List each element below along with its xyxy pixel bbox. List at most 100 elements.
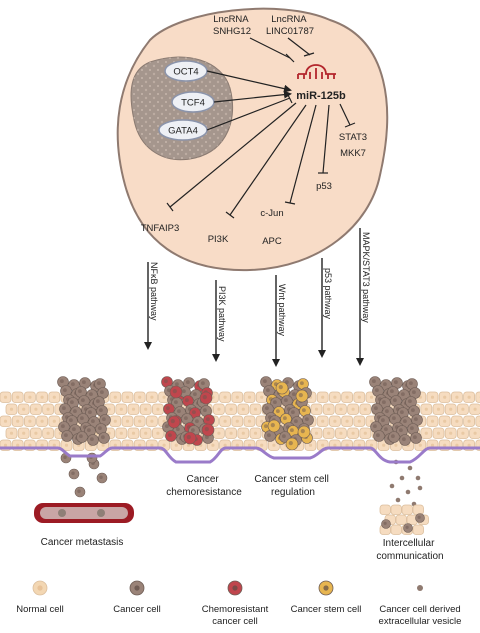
chemoresistant-cell <box>170 386 182 398</box>
target-p53: p53 <box>316 181 332 192</box>
cancer-stem-cell <box>268 420 280 432</box>
lncrna-linc01787-line2: LINC01787 <box>266 26 314 37</box>
tf-oct4-label: OCT4 <box>173 67 198 78</box>
legend-label-line: extracellular vesicle <box>379 616 462 627</box>
tumor-cell <box>400 435 411 446</box>
legend-label-line: cancer cell <box>212 616 257 627</box>
metastatic-cell <box>97 473 107 483</box>
target-stat3: STAT3 <box>339 132 367 143</box>
recipient-normal-cell <box>396 515 407 525</box>
cancer-stem-cell <box>296 390 308 402</box>
mirna-label: miR-125b <box>296 90 346 102</box>
recipient-cancer-cell <box>416 514 425 523</box>
chemoresistant-cell <box>200 392 212 404</box>
legend-label-line: Cancer cell <box>113 604 161 615</box>
recipient-normal-cell <box>391 505 402 515</box>
target-tnfaip3: TNFAIP3 <box>141 223 180 234</box>
metastatic-cell <box>75 487 85 497</box>
extracellular-vesicle <box>400 476 405 481</box>
cancer-stem-cell <box>276 382 288 394</box>
outcome-csc-regulation: Cancer stem cell regulation <box>254 474 331 498</box>
metastatic-cell <box>69 469 79 479</box>
cancer-cell-icon <box>130 581 144 595</box>
normal-cell-icon <box>33 581 47 595</box>
tumor-cell <box>77 432 88 443</box>
chemoresistant-cell-icon <box>228 581 242 595</box>
legend-label: Cancer cell <box>113 604 161 615</box>
tf-gata4-label: GATA4 <box>168 126 198 137</box>
cancer-stem-cell-icon <box>319 581 333 595</box>
extracellular-vesicle <box>396 498 401 503</box>
chemoresistant-cell <box>184 432 196 444</box>
target-mkk7: MKK7 <box>340 148 366 159</box>
legend-item: Cancer stem cell <box>291 581 362 615</box>
outcome-chemoresistance: Cancer chemoresistance <box>166 474 242 498</box>
legend-label-line: Chemoresistant <box>202 604 269 615</box>
tf-tcf4: TCF4 <box>172 92 214 112</box>
outcome-csc-regulation-l2: regulation <box>271 487 315 498</box>
legend-label-line: Cancer cell derived <box>379 604 460 615</box>
outcome-chemoresistance-l1: Cancer <box>186 474 219 485</box>
lncrna-snhg12-label: LncRNA SNHG12 <box>213 14 251 37</box>
recipient-cancer-cell <box>404 524 413 533</box>
tumor-cell <box>62 431 73 442</box>
tumor-cell <box>99 433 110 444</box>
tumor-cell <box>374 431 385 442</box>
cancer-stem-cell <box>286 438 298 450</box>
legend-label: Normal cell <box>16 604 64 615</box>
normal-cell <box>476 392 480 403</box>
pathway-wnt: Wnt pathway <box>277 284 287 337</box>
recipient-cancer-cell <box>382 520 391 529</box>
extracellular-vesicle <box>416 476 421 481</box>
tf-oct4: OCT4 <box>165 61 207 81</box>
recipient-normal-cell <box>391 525 402 535</box>
target-cjun: c-Jun <box>260 208 283 219</box>
target-pi3k: PI3K <box>208 234 229 245</box>
normal-cell <box>476 416 480 427</box>
pathway-mapk-stat3: MAPK/STAT3 pathway <box>361 232 371 323</box>
legend-label: Cancer stem cell <box>291 604 362 615</box>
lncrna-snhg12-line2: SNHG12 <box>213 26 251 37</box>
tf-tcf4-label: TCF4 <box>181 98 205 109</box>
pathway-nfkb: NFκB pathway <box>149 262 159 321</box>
recipient-normal-cell <box>413 505 424 515</box>
recipient-normal-cell <box>413 525 424 535</box>
outcome-intercellular-l2: communication <box>376 551 443 562</box>
extracellular-vesicle <box>408 466 413 471</box>
tumor-cell <box>389 432 400 443</box>
lncrna-linc01787-line1: LncRNA <box>271 14 307 25</box>
cancer-stem-cell <box>298 426 310 438</box>
lncrna-snhg12-line1: LncRNA <box>213 14 249 25</box>
pathway-p53: p53 pathway <box>323 268 333 320</box>
chemoresistant-cell <box>168 416 180 428</box>
lncrna-linc01787-label: LncRNA LINC01787 <box>266 14 314 37</box>
blood-vessel <box>34 503 134 523</box>
pathway-pi3k: PI3K pathway <box>217 286 227 342</box>
target-apc: APC <box>262 236 282 247</box>
legend-label-line: Normal cell <box>16 604 64 615</box>
extracellular-vesicle-icon <box>417 585 423 591</box>
outcome-csc-regulation-l1: Cancer stem cell <box>254 474 328 485</box>
extracellular-vesicle <box>390 484 395 489</box>
extracellular-vesicle <box>406 490 411 495</box>
outcome-metastasis: Cancer metastasis <box>41 537 124 548</box>
recipient-normal-cell <box>380 505 391 515</box>
extracellular-vesicle <box>418 486 423 491</box>
outcome-chemoresistance-l2: chemoresistance <box>166 487 242 498</box>
legend-label-line: Cancer stem cell <box>291 604 362 615</box>
outcome-intercellular: Intercellular communication <box>376 538 443 562</box>
tf-gata4: GATA4 <box>159 120 207 140</box>
tumor-cell <box>411 433 422 444</box>
recipient-normal-cell <box>402 505 413 515</box>
legend-item: Cancer cell <box>113 581 161 615</box>
tumor-cell <box>88 435 99 446</box>
outcome-intercellular-l1: Intercellular <box>383 538 435 549</box>
tumor-cell <box>166 431 177 442</box>
